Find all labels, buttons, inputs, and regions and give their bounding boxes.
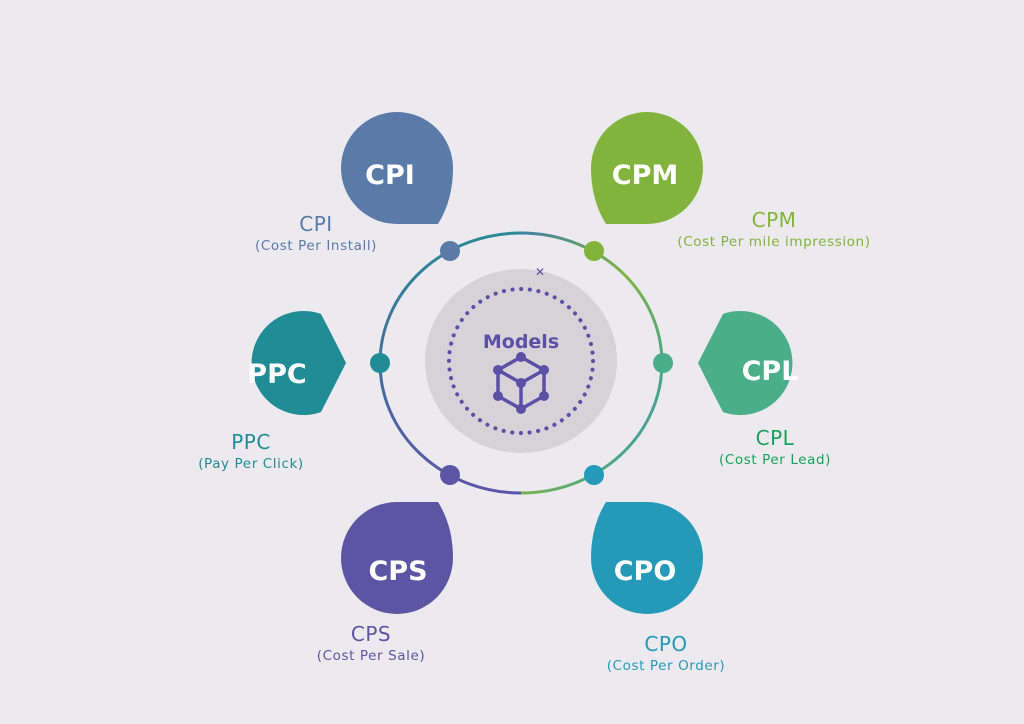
petal-label-cpo: CPO (614, 556, 677, 587)
label-cpm: CPM (Cost Per mile impression) (654, 208, 894, 250)
label-cps-title: CPS (350, 622, 392, 646)
ring-dot-cpm (584, 241, 604, 261)
ring-dot-cpl (653, 353, 673, 373)
label-cpm-subtitle: (Cost Per mile impression) (677, 234, 871, 250)
label-ppc-title: PPC (231, 430, 271, 454)
center-label: Models (483, 331, 559, 353)
center-dotted-ring (447, 287, 595, 435)
petal-label-cpm: CPM (612, 160, 678, 191)
petal-label-ppc: PPC (247, 359, 306, 390)
label-cpi: CPI (Cost Per Install) (236, 212, 396, 254)
petal-label-cps: CPS (368, 556, 427, 587)
petal-cps (341, 502, 453, 614)
label-cps: CPS (Cost Per Sale) (296, 622, 446, 664)
label-cps-subtitle: (Cost Per Sale) (316, 648, 426, 664)
label-cpo-subtitle: (Cost Per Order) (606, 658, 726, 674)
ring-dot-ppc (370, 353, 390, 373)
ring-dot-cpo (584, 465, 604, 485)
cube-network-icon (493, 352, 549, 414)
label-cpi-subtitle: (Cost Per Install) (254, 238, 378, 254)
label-cpm-title: CPM (751, 208, 797, 232)
petal-cpo (591, 502, 703, 614)
petal-cpi (341, 112, 453, 224)
petal-label-cpl: CPL (742, 356, 799, 387)
label-ppc: PPC (Pay Per Click) (176, 430, 326, 472)
label-cpi-title: CPI (299, 212, 333, 236)
petal-ppc (251, 311, 346, 415)
label-cpo: CPO (Cost Per Order) (586, 632, 746, 674)
label-cpo-title: CPO (644, 632, 688, 656)
ring-dot-cpi (440, 241, 460, 261)
label-cpl-subtitle: (Cost Per Lead) (718, 452, 832, 468)
ring-dot-cps (440, 465, 460, 485)
petal-cpl (698, 311, 793, 415)
label-ppc-subtitle: (Pay Per Click) (198, 456, 304, 472)
label-cpl: CPL (Cost Per Lead) (700, 426, 850, 468)
label-cpl-title: CPL (755, 426, 795, 450)
petal-label-cpi: CPI (365, 160, 415, 191)
x-mark: ✕ (535, 265, 545, 279)
petal-cpm (591, 112, 703, 224)
